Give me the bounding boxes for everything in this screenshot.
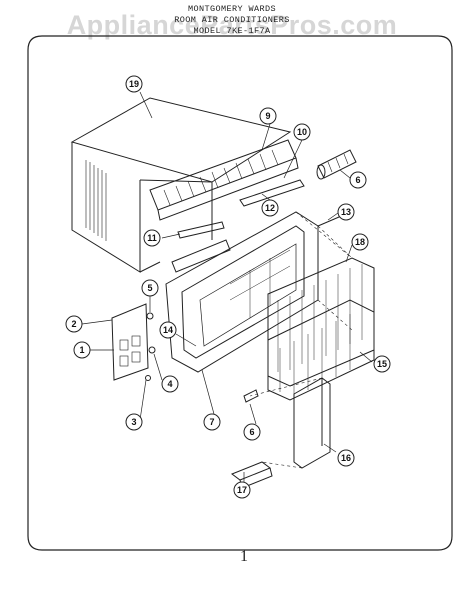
filter-panel <box>267 257 375 387</box>
callout-14: 14 <box>163 325 173 335</box>
bracket-part <box>239 179 305 207</box>
cabinet-shell <box>70 97 292 273</box>
control-panel <box>111 303 149 381</box>
callout-6-lower: 6 <box>249 427 254 437</box>
clip-part <box>243 389 259 403</box>
page-number: 1 <box>240 548 248 565</box>
side-panel <box>293 377 331 469</box>
callout-3: 3 <box>131 417 136 427</box>
callout-17: 17 <box>237 485 247 495</box>
callout-13: 13 <box>341 207 351 217</box>
callout-5: 5 <box>147 283 152 293</box>
top-rail <box>171 239 231 273</box>
front-grille <box>267 299 375 401</box>
callout-9: 9 <box>265 111 270 121</box>
diagram-frame <box>27 35 453 551</box>
top-grille <box>149 139 299 221</box>
knob-5 <box>146 312 154 320</box>
callout-11: 11 <box>147 233 157 243</box>
callout-group: 19 9 10 6 12 11 13 18 5 2 14 1 4 15 3 7 … <box>65 75 391 499</box>
knob-3 <box>145 375 151 381</box>
callout-19: 19 <box>129 79 139 89</box>
callout-16: 16 <box>341 453 351 463</box>
callout-7: 7 <box>209 417 214 427</box>
header-line-2: ROOM AIR CONDITIONERS <box>174 15 290 25</box>
watermark: AppliancePartsPros.com <box>66 10 398 40</box>
callout-15: 15 <box>377 359 387 369</box>
callout-2: 2 <box>71 319 76 329</box>
header-line-3: MODEL 7KE-1F7A <box>193 26 271 36</box>
callout-1: 1 <box>79 345 84 355</box>
small-bracket <box>177 221 225 239</box>
callout-18: 18 <box>355 237 365 247</box>
callout-6: 6 <box>355 175 360 185</box>
callout-10: 10 <box>297 127 307 137</box>
callout-4: 4 <box>167 379 172 389</box>
callout-12: 12 <box>265 203 275 213</box>
header-line-1: MONTGOMERY WARDS <box>187 4 276 14</box>
knob-4 <box>148 346 156 354</box>
cylinder-part <box>316 149 357 180</box>
